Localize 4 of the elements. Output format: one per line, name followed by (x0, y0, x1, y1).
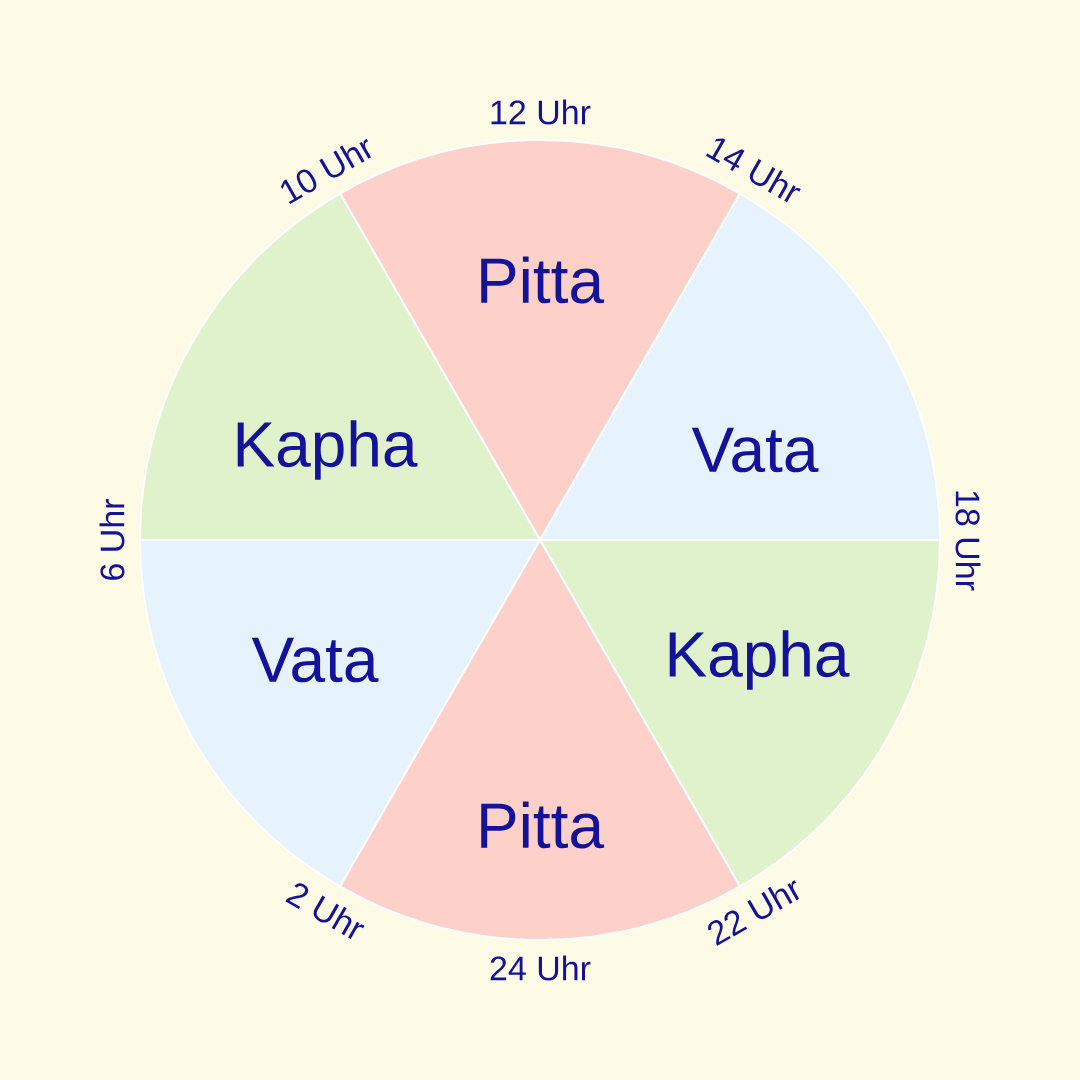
hour-label: 12 Uhr (491, 99, 591, 125)
hour-label: 24 Uhr (490, 955, 591, 981)
hour-label: 6 Uhr (99, 499, 125, 580)
hour-label: 18 Uhr (955, 491, 981, 591)
